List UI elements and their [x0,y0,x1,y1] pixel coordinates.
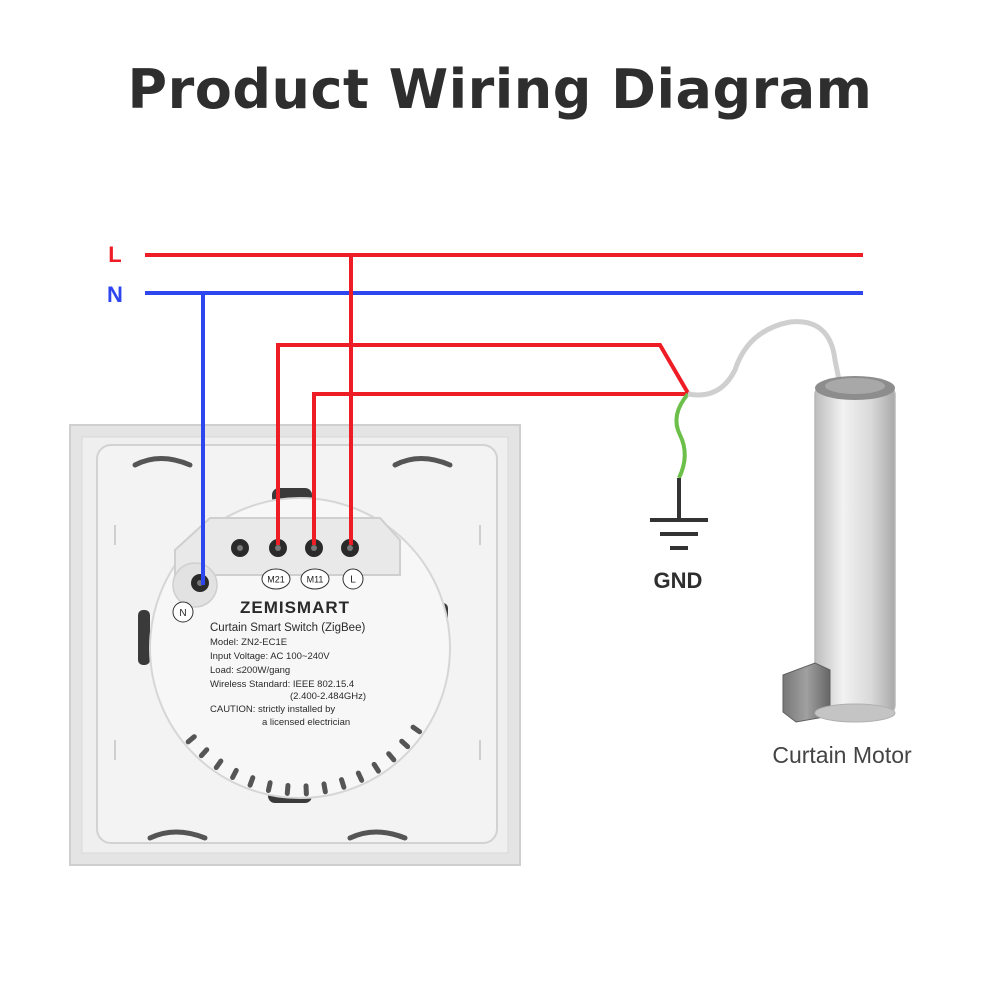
m21-motor-wire [276,343,690,545]
brand-logo: ZEMISMART [240,598,350,617]
vent-slot [386,751,397,763]
device-label-line: CAUTION: strictly installed by [210,704,335,715]
wires [145,253,863,585]
device-label-line: (2.400-2.484GHz) [290,691,366,702]
vent-slot [371,761,381,774]
curtain-motor-icon [687,319,896,723]
motor-label: Curtain Motor [772,742,912,768]
terminal-screws [191,539,359,592]
vent-slot [321,781,328,795]
vent-slot [213,758,224,771]
device-label: ZEMISMART Curtain Smart Switch (ZigBee) … [210,598,366,728]
ground-symbol-icon [650,518,708,550]
terminal-label-m11: M11 [307,575,324,585]
device-label-line: Curtain Smart Switch (ZigBee) [210,622,365,634]
vent-slot [185,734,197,745]
terminal-label-n: N [179,608,186,619]
page-title: Product Wiring Diagram [127,58,873,121]
device-label-line: Model: ZN2-EC1E [210,637,287,648]
ground-connection [674,392,690,518]
device-label-line: Input Voltage: AC 100~240V [210,651,330,662]
vent-slot [230,767,239,781]
terminal-label-m21: M21 [267,575,285,585]
device-label-line: Load: ≤200W/gang [210,665,290,676]
vent-slot [284,782,291,796]
vent-slot [198,747,210,759]
live-label: L [108,242,121,267]
vent-slot [399,738,411,750]
device-label-line: Wireless Standard: IEEE 802.15.4 [210,679,354,690]
ground-label: GND [654,568,703,593]
vent-slot [265,780,273,794]
vent-slot [338,777,347,790]
m11-motor-wire [312,392,688,545]
vent-slot [247,775,256,788]
device-label-line: a licensed electrician [262,717,350,728]
vent-slot [355,770,365,783]
switch-module [149,497,451,799]
neutral-label: N [107,282,123,307]
vent-slot [410,724,423,735]
terminal-label-l: L [350,575,356,586]
terminal-labels: M21 M11 L N [172,568,364,623]
